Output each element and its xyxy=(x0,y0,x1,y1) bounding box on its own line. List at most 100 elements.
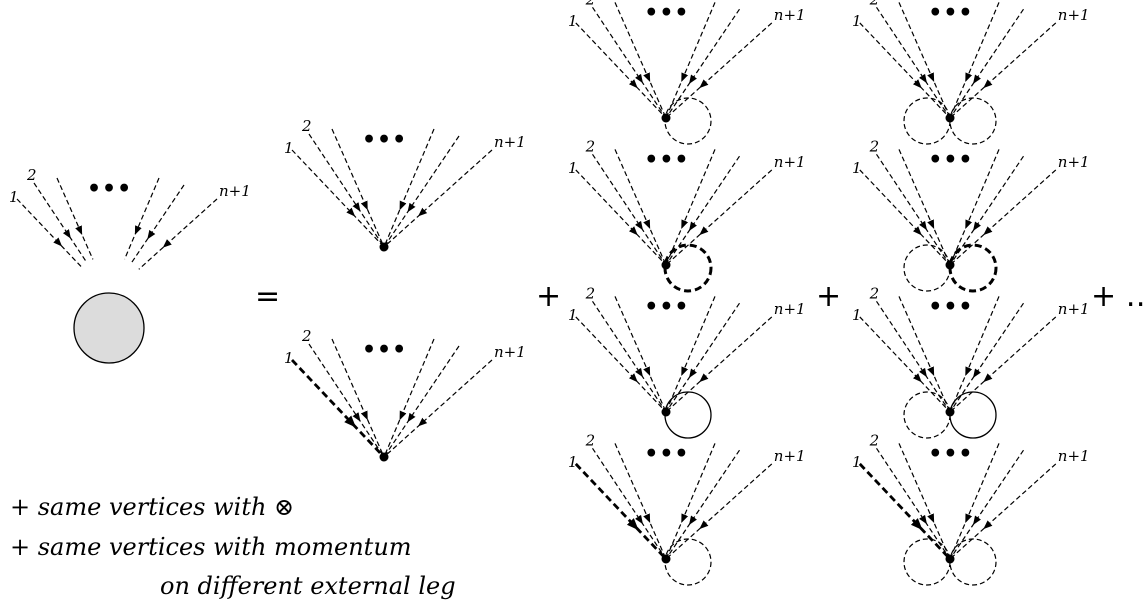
arrow-icon xyxy=(983,520,993,530)
dashed-loop xyxy=(903,244,951,292)
label-leg-2: 2 xyxy=(869,431,880,449)
label-leg-2: 2 xyxy=(585,137,596,155)
label-leg-2: 2 xyxy=(869,137,880,155)
external-leg xyxy=(575,316,667,413)
label-ellipsis: ••• xyxy=(644,0,689,26)
label-leg-2: 2 xyxy=(301,327,312,345)
label-leg-n-plus-1: n+1 xyxy=(1058,6,1090,24)
external-leg xyxy=(665,302,740,413)
equals-sign: = xyxy=(255,279,280,314)
label-leg-2: 2 xyxy=(585,431,596,449)
label-leg-n-plus-1: n+1 xyxy=(219,182,251,200)
vertex-dot xyxy=(661,113,671,123)
external-leg xyxy=(33,182,88,264)
label-leg-2: 2 xyxy=(26,166,37,184)
external-leg xyxy=(665,449,740,560)
note-line-2: + same vertices with momentum xyxy=(10,533,412,561)
tree-vertex: 12•••n+1 xyxy=(284,117,526,252)
label-ellipsis: ••• xyxy=(644,147,689,173)
label-leg-1: 1 xyxy=(284,139,294,157)
external-leg xyxy=(592,300,667,413)
external-leg xyxy=(383,345,460,458)
label-leg-1: 1 xyxy=(852,453,862,471)
blob-circle xyxy=(73,292,145,364)
arrow-icon xyxy=(62,229,71,239)
external-leg xyxy=(124,177,160,260)
external-leg xyxy=(383,149,493,248)
external-leg xyxy=(290,359,386,458)
label-leg-2: 2 xyxy=(585,284,596,302)
arrow-icon xyxy=(983,79,993,89)
external-leg xyxy=(291,149,385,248)
external-leg xyxy=(592,153,667,266)
label-leg-n-plus-1: n+1 xyxy=(494,343,526,361)
external-leg xyxy=(665,155,740,266)
label-leg-1: 1 xyxy=(852,306,862,324)
external-leg xyxy=(949,8,1024,119)
plus-sign-2: + xyxy=(816,279,841,314)
external-leg xyxy=(665,463,773,560)
external-leg xyxy=(665,443,716,560)
label-ellipsis: ••• xyxy=(87,176,132,202)
external-leg xyxy=(614,296,667,413)
vertex-dot xyxy=(661,407,671,417)
label-leg-n-plus-1: n+1 xyxy=(774,153,806,171)
external-leg xyxy=(614,2,667,119)
external-leg xyxy=(898,2,951,119)
external-leg xyxy=(592,6,667,119)
external-leg xyxy=(898,149,951,266)
dashed-loop xyxy=(903,538,951,586)
label-leg-1: 1 xyxy=(284,349,294,367)
external-leg xyxy=(56,177,94,260)
external-leg xyxy=(665,316,773,413)
label-ellipsis: ••• xyxy=(644,294,689,320)
plus-sign-1: + xyxy=(536,279,561,314)
label-leg-1: 1 xyxy=(9,188,19,206)
one-loop-diagram-4: 12•••n+1 xyxy=(568,431,806,586)
label-leg-n-plus-1: n+1 xyxy=(774,300,806,318)
label-leg-1: 1 xyxy=(852,12,862,30)
external-leg xyxy=(876,6,951,119)
external-leg xyxy=(859,316,951,413)
blob-diagram: 12 ••• n+1 xyxy=(9,166,251,364)
dashed-loop xyxy=(949,97,997,145)
arrow-icon xyxy=(699,373,709,383)
label-leg-2: 2 xyxy=(869,0,880,8)
arrow-icon xyxy=(699,520,709,530)
external-leg xyxy=(575,169,667,266)
external-leg xyxy=(949,149,1000,266)
external-leg xyxy=(859,169,951,266)
external-leg xyxy=(858,462,952,560)
arrow-icon xyxy=(983,373,993,383)
label-leg-n-plus-1: n+1 xyxy=(774,447,806,465)
note-line-1: + same vertices with ⊗ xyxy=(10,493,294,521)
dashed-loop xyxy=(664,538,712,586)
label-ellipsis: ••• xyxy=(928,294,973,320)
external-leg xyxy=(138,198,218,270)
solid-loop xyxy=(949,391,997,439)
label-leg-1: 1 xyxy=(568,12,578,30)
label-leg-2: 2 xyxy=(585,0,596,8)
two-loop-diagram-4: 12•••n+1 xyxy=(852,431,1090,586)
one-loop-diagram-2: 12 ••• n+1 xyxy=(568,137,806,293)
vertex-dot xyxy=(379,452,389,462)
external-leg xyxy=(949,302,1024,413)
arrow-icon xyxy=(699,226,709,236)
external-leg xyxy=(949,449,1024,560)
label-leg-1: 1 xyxy=(568,306,578,324)
note-line-3: on different external leg xyxy=(160,572,456,600)
external-leg xyxy=(614,443,667,560)
external-leg xyxy=(383,338,435,458)
external-leg xyxy=(949,463,1057,560)
label-leg-1: 1 xyxy=(568,159,578,177)
external-leg xyxy=(949,296,1000,413)
label-leg-1: 1 xyxy=(852,159,862,177)
external-leg xyxy=(383,135,460,248)
dashed-loop xyxy=(949,538,997,586)
external-leg xyxy=(876,300,951,413)
one-loop-diagram-1: 12•••n+1 xyxy=(568,0,806,145)
dashed-loop xyxy=(903,391,951,439)
label-leg-n-plus-1: n+1 xyxy=(494,133,526,151)
external-leg xyxy=(949,169,1057,266)
